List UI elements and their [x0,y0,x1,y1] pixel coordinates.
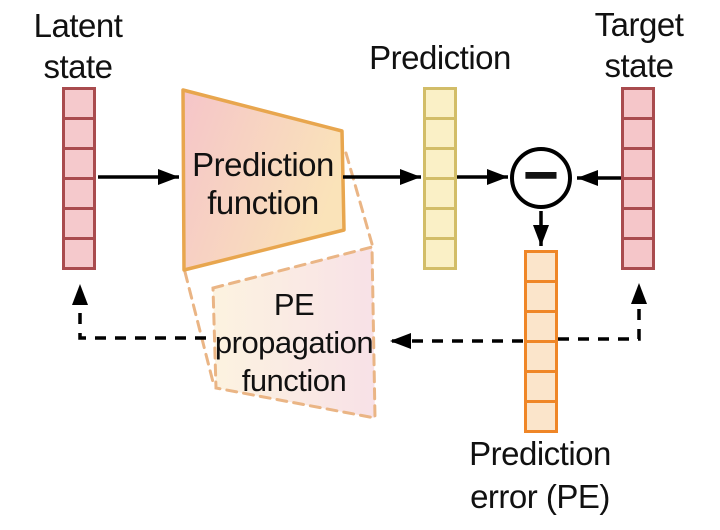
pe-propagation-function-shape [183,151,377,420]
vector-cell [423,237,457,270]
pe-propagation-function-label: PE propagation function [214,287,374,398]
vector-cell [621,147,655,180]
vector-cell [621,237,655,270]
prediction-function-shape [181,88,346,272]
vector-cell [524,370,558,403]
vector-cell [62,207,96,240]
vector-cell [524,340,558,373]
prediction-error-label: Prediction error (PE) [469,435,611,515]
vector-cell [524,310,558,343]
vector-cell [423,117,457,150]
arrow-feedback-to-target [558,283,647,341]
vector-cell [423,147,457,180]
vector-cell [621,207,655,240]
arrow-feedback-to-latent [72,284,206,340]
target-state-label: Target state [594,6,684,84]
pe-propagation-fold-left [183,270,216,388]
vector-cell [423,87,457,120]
prediction-function-label: Prediction function [192,146,334,221]
prediction-label: Prediction [369,39,511,76]
feedback-arrows [72,283,647,349]
vector-cell [524,280,558,313]
latent-state-vector [62,87,96,270]
vector-cell [62,147,96,180]
vector-cell [621,87,655,120]
vector-cell [621,117,655,150]
pe-propagation-function-body [211,245,377,420]
vector-cell [621,177,655,210]
pe-propagation-fold-right [344,151,374,246]
prediction-vector [423,87,457,270]
vector-cell [524,250,558,283]
forward-arrows [98,169,621,246]
vector-cell [62,87,96,120]
vector-cell [62,237,96,270]
vector-cell [423,207,457,240]
vector-cell [62,117,96,150]
prediction-error-vector [524,250,558,433]
subtraction-node: − [510,145,572,209]
vector-cell [62,177,96,210]
latent-state-label: Latent state [33,7,123,85]
target-state-vector [621,87,655,270]
vector-cell [423,177,457,210]
vector-cell [524,400,558,433]
